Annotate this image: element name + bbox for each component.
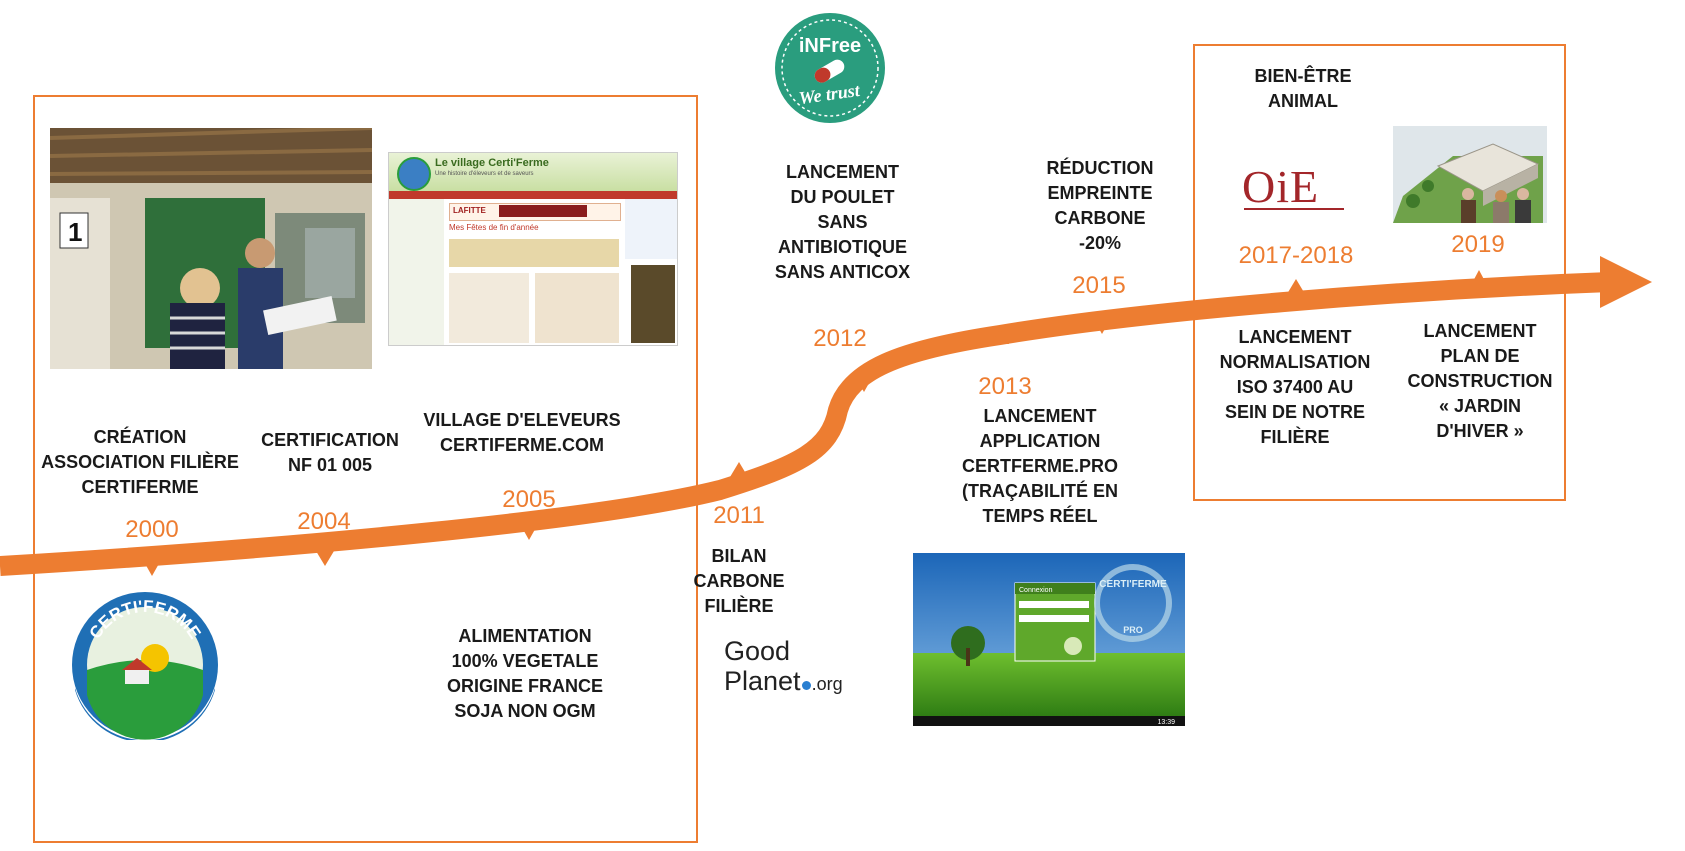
website-banner: LAFITTE <box>453 206 486 215</box>
app-brand: CERTI'FERME <box>1099 579 1167 590</box>
year-2015: 2015 <box>1072 272 1126 299</box>
website-title: Le village Certi'Ferme <box>435 157 549 169</box>
year-2000: 2000 <box>125 516 179 543</box>
certiferme-logo: CERTI'FERME <box>70 590 220 740</box>
year-2011: 2011 <box>713 502 765 529</box>
app-screenshot: Connexion CERTI'FERME PRO 13:39 <box>913 553 1185 726</box>
farm-visit-photo: 1 <box>50 128 372 369</box>
app-clock: 13:39 <box>1157 719 1175 726</box>
infree-logo: iNFree We trust <box>774 12 886 124</box>
right-frame <box>1193 44 1566 501</box>
year-2013: 2013 <box>978 373 1032 400</box>
year-2017-2018: 2017-2018 <box>1238 242 1354 269</box>
left-frame <box>33 95 698 843</box>
goodplanet-word-2: Planet <box>724 666 801 696</box>
website-subtitle: Une histoire d'éleveurs et de saveurs <box>435 171 534 177</box>
goodplanet-logo: Good Planet .org <box>722 636 872 702</box>
app-brand-sub: PRO <box>1123 625 1143 635</box>
svg-text:1: 1 <box>68 217 82 247</box>
year-2004: 2004 <box>297 508 351 535</box>
infree-logo-top: iNFree <box>799 35 861 57</box>
oie-logo: OiE <box>1236 158 1348 216</box>
oie-logo-text: OiE <box>1242 161 1320 212</box>
jardin-hiver-render <box>1393 126 1547 223</box>
goodplanet-dot-icon <box>801 681 811 690</box>
year-2012: 2012 <box>813 325 867 352</box>
website-screenshot: Le village Certi'Ferme Une histoire d'él… <box>388 152 678 346</box>
app-dialog-title: Connexion <box>1019 587 1053 594</box>
goodplanet-word-1: Good <box>724 636 791 666</box>
year-2005: 2005 <box>502 486 556 513</box>
goodplanet-word-3: .org <box>811 674 843 694</box>
website-heading: Mes Fêtes de fin d'année <box>449 223 539 232</box>
year-2019: 2019 <box>1451 231 1505 258</box>
